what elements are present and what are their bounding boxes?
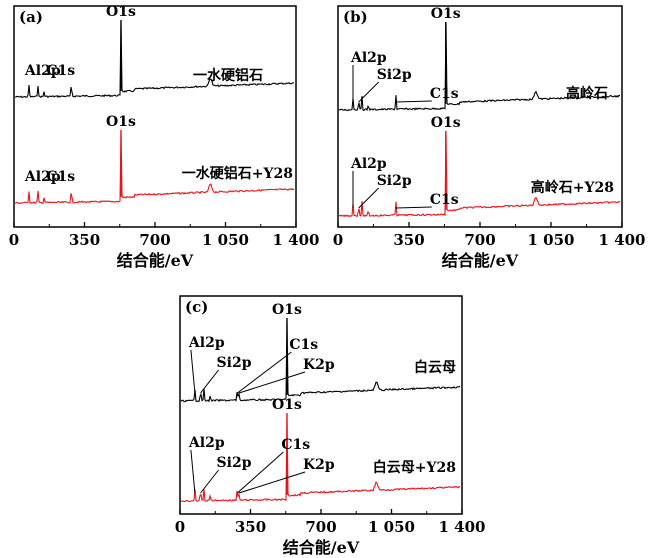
peak-label-al2p: Al2p: [24, 63, 61, 79]
plot-frame: [13, 5, 297, 228]
panel-label: (b): [343, 8, 368, 26]
peak-label-si2p: Si2p: [377, 67, 412, 83]
peak-label-c1s: C1s: [430, 192, 459, 208]
plot-frame: [179, 295, 463, 515]
x-tick-label: 0: [333, 231, 343, 249]
x-tick-label: 350: [69, 231, 100, 249]
peak-label-o1s: O1s: [431, 115, 461, 131]
peak-label-al2p: Al2p: [350, 156, 387, 172]
x-tick-label: 700: [305, 518, 336, 536]
peak-label-c1s: C1s: [46, 63, 75, 79]
peak-label-k2p: K2p: [303, 457, 335, 473]
x-tick-label: 0: [175, 518, 185, 536]
series-name-label: 一水硬铝石: [193, 67, 263, 84]
peak-leader-line: [200, 469, 219, 494]
panel-label: (a): [19, 8, 43, 26]
series-name-label: 一水硬铝石+Y28: [182, 165, 293, 182]
x-axis-label: 结合能/eV: [282, 538, 360, 557]
series-name-label: 高岭石: [566, 85, 608, 102]
peak-label-al2p: Al2p: [188, 335, 225, 351]
x-tick-label: 350: [235, 518, 266, 536]
x-tick-label: 1 400: [439, 518, 486, 536]
series-name-label: 白云母+Y28: [373, 459, 456, 476]
peak-leader-line: [395, 206, 432, 209]
x-tick-label: 350: [393, 231, 424, 249]
x-tick-label: 1 400: [273, 231, 320, 249]
x-tick-label: 1 050: [368, 518, 415, 536]
peak-label-o1s: O1s: [272, 397, 302, 413]
series-line-mineral: [14, 19, 294, 99]
x-axis-label: 结合能/eV: [116, 251, 194, 270]
x-tick-label: 700: [464, 231, 495, 249]
peak-leader-line: [237, 451, 284, 494]
peak-leader-line: [358, 81, 380, 103]
series-name-label: 白云母: [414, 359, 456, 376]
peak-label-c1s: C1s: [281, 437, 310, 453]
panel-label: (c): [185, 298, 208, 316]
x-tick-label: 0: [9, 231, 19, 249]
peak-label-al2p: Al2p: [188, 435, 225, 451]
x-tick-label: 1 050: [202, 231, 249, 249]
peak-leader-line: [190, 349, 196, 394]
peak-label-o1s: O1s: [272, 302, 302, 318]
peak-leader-line: [238, 371, 306, 394]
peak-label-k2p: K2p: [303, 357, 335, 373]
peak-label-o1s: O1s: [106, 4, 136, 20]
peak-label-c1s: C1s: [46, 169, 75, 185]
peak-leader-line: [190, 449, 196, 494]
peak-leader-line: [358, 187, 380, 209]
peak-label-o1s: O1s: [431, 6, 461, 22]
peak-label-si2p: Si2p: [217, 355, 252, 371]
peak-leader-line: [395, 100, 432, 103]
x-axis-label: 结合能/eV: [441, 251, 519, 270]
series-name-label: 高岭石+Y28: [531, 179, 614, 196]
peak-label-al2p: Al2p: [350, 50, 387, 66]
peak-label-al2p: Al2p: [24, 169, 61, 185]
peak-leader-line: [237, 351, 292, 394]
peak-label-c1s: C1s: [430, 86, 459, 102]
peak-label-si2p: Si2p: [217, 455, 252, 471]
peak-leader-line: [238, 471, 306, 494]
peak-leader-line: [200, 369, 219, 394]
x-tick-label: 1 050: [528, 231, 575, 249]
x-tick-label: 1 400: [599, 231, 646, 249]
series-line-mineral: [180, 317, 461, 403]
series-line-mineral-y28: [15, 129, 295, 205]
series-line-mineral-y28: [180, 412, 461, 503]
series-line-mineral: [338, 21, 621, 112]
x-tick-label: 700: [139, 231, 170, 249]
peak-label-c1s: C1s: [289, 337, 318, 353]
peak-label-o1s: O1s: [106, 114, 136, 130]
series-line-mineral-y28: [338, 130, 621, 218]
peak-label-si2p: Si2p: [377, 173, 412, 189]
